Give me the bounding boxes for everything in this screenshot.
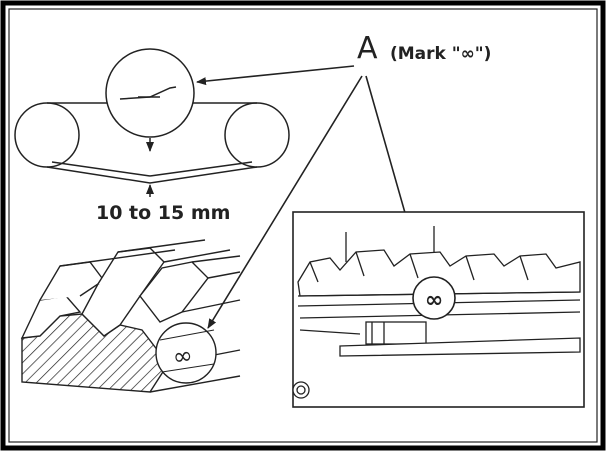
- mark-note: (Mark "∞"): [390, 44, 492, 64]
- arrow-to-top-magnifier: [196, 65, 355, 86]
- mark-symbol-belt: ∞: [171, 341, 195, 372]
- magnifier-circle-top: [105, 48, 195, 138]
- magnifier-circle-photo: [412, 276, 456, 320]
- gap-range-label: 10 to 15 mm: [96, 202, 231, 224]
- machine-photo: [292, 211, 585, 408]
- inner-border: [8, 8, 598, 443]
- callout-letter: A: [357, 31, 378, 66]
- belt-mark-line: [119, 86, 177, 100]
- arrow-to-belt-teeth: [207, 75, 363, 329]
- belt-bottom: [46, 166, 258, 184]
- right-pulley: [224, 102, 290, 168]
- mark-symbol-photo: ∞: [425, 288, 443, 313]
- toothed-belt: [20, 239, 241, 393]
- belt-diagram: [14, 48, 290, 197]
- left-pulley: [14, 102, 80, 168]
